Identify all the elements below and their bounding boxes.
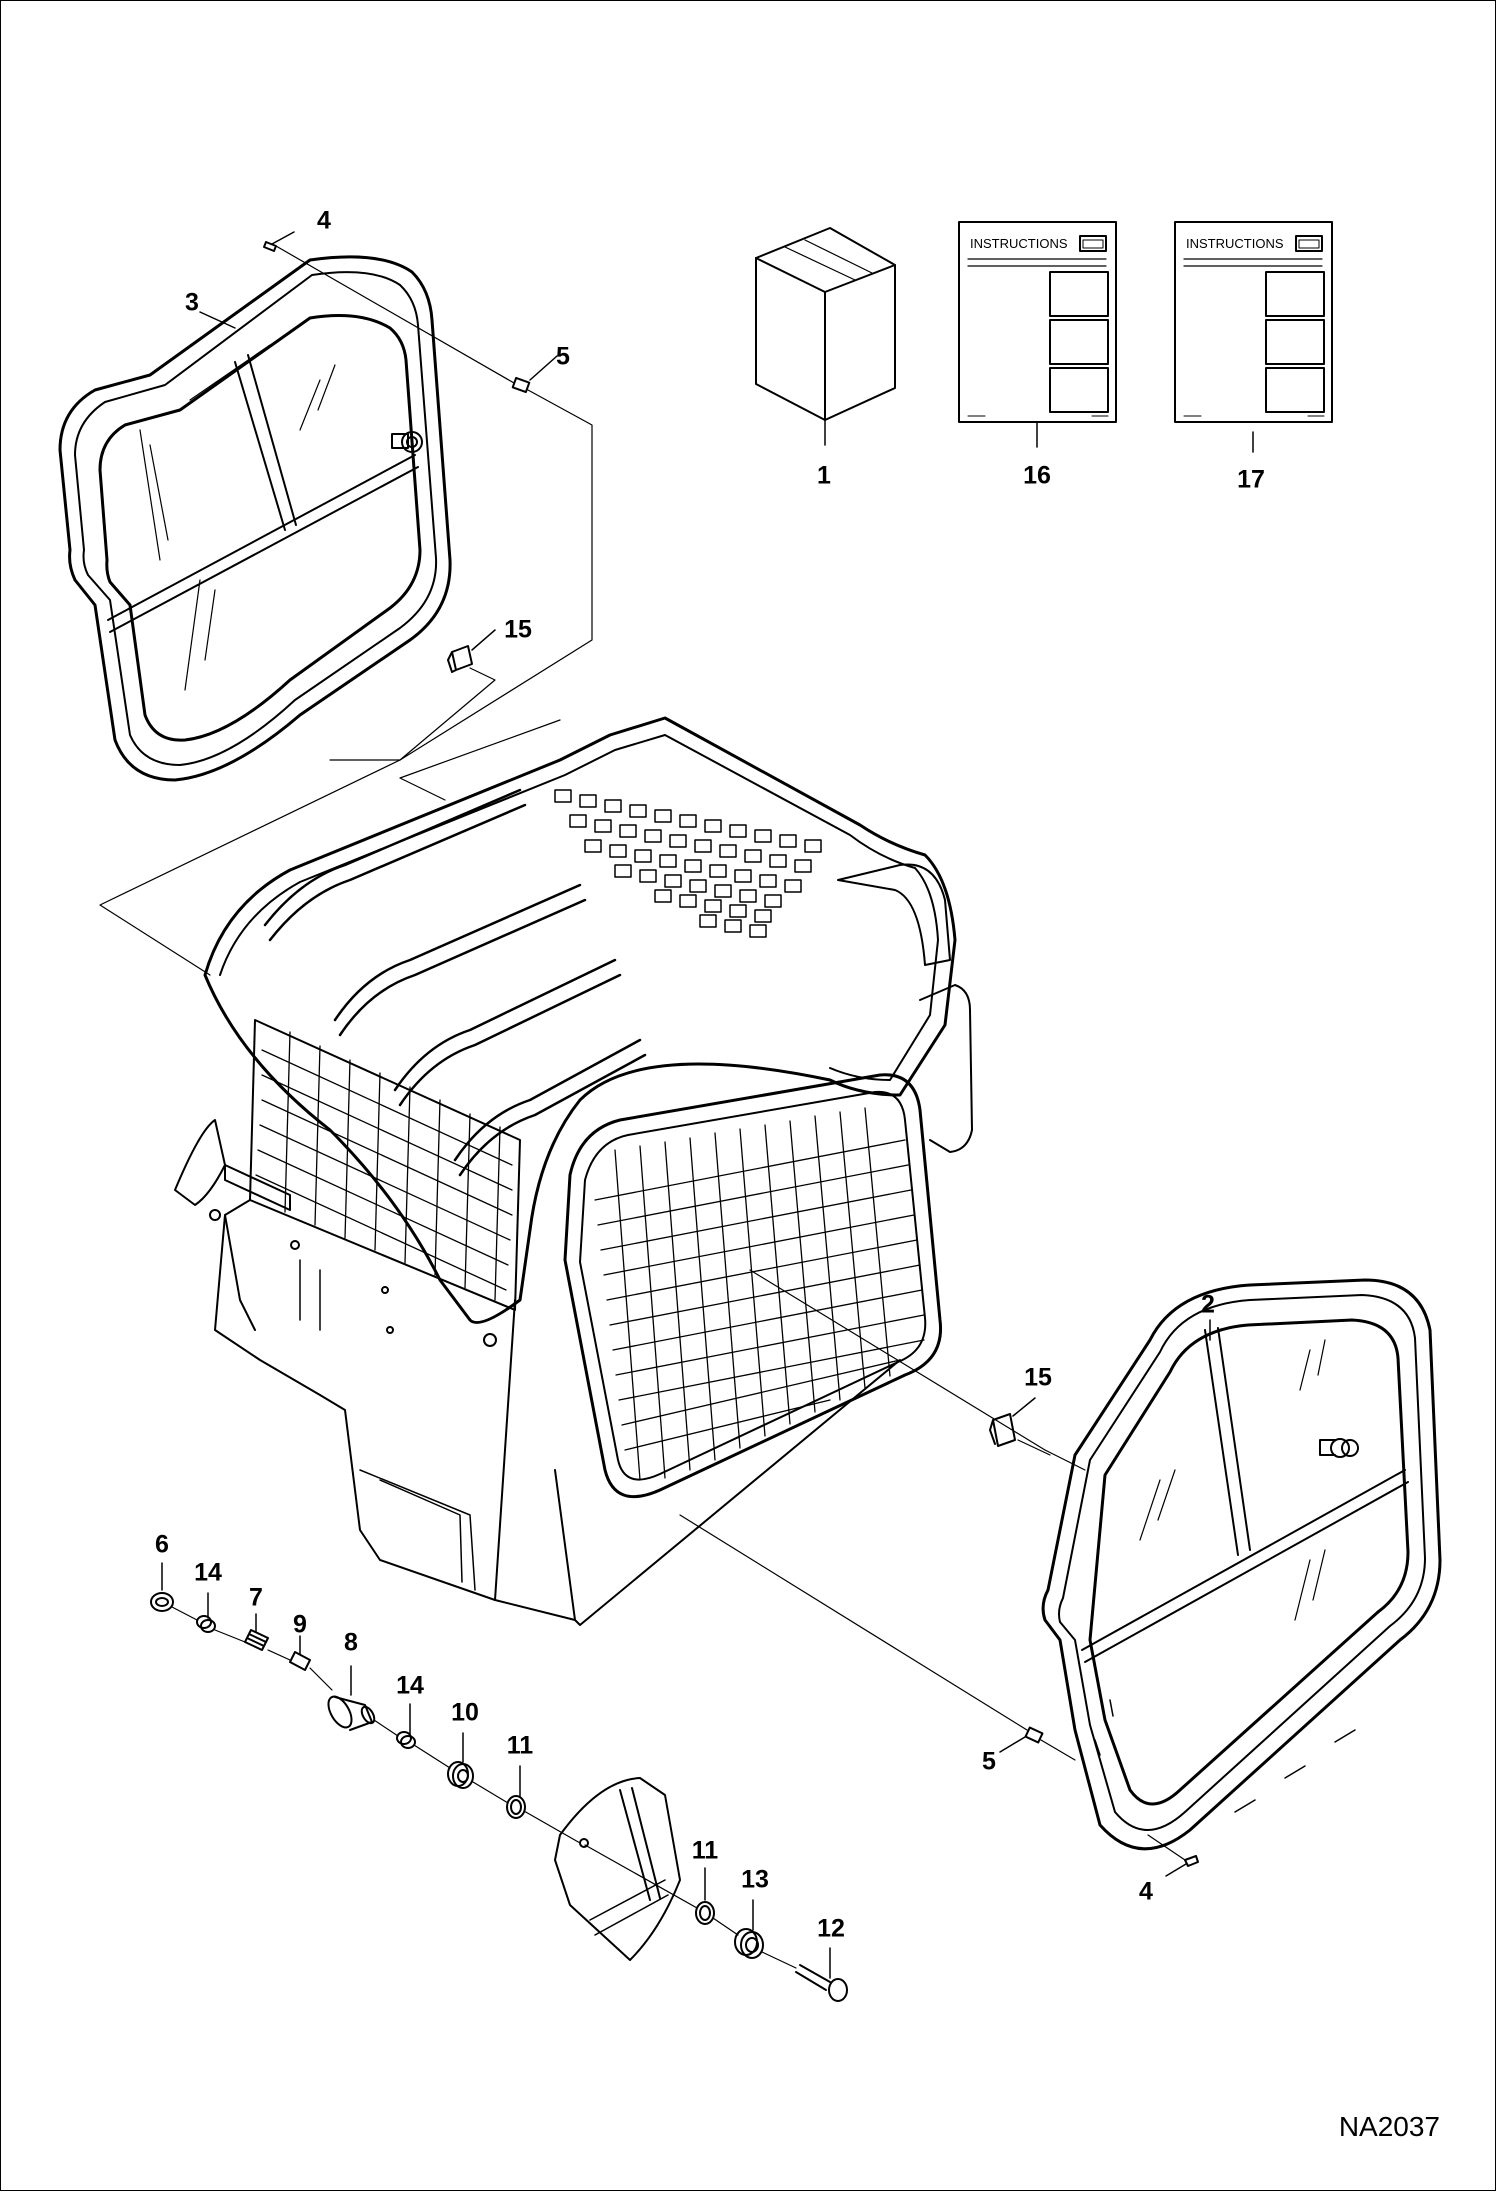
exploded-lines-top (99, 245, 593, 976)
nut-bottom (1024, 1726, 1044, 1744)
callout-4-top: 4 (317, 206, 331, 235)
callout-4-bottom: 4 (1139, 1877, 1153, 1906)
screw-top (263, 241, 277, 252)
drawing-number: NA2037 (1338, 2111, 1440, 2142)
callout-6: 6 (155, 1530, 169, 1559)
callout-14-a: 14 (194, 1558, 222, 1587)
callout-2: 2 (1201, 1290, 1215, 1319)
callout-16: 16 (1023, 461, 1051, 490)
right-door-window (1041, 1278, 1442, 1851)
callout-1: 1 (817, 461, 831, 490)
block-right (989, 1413, 1016, 1447)
left-door-window (58, 255, 452, 782)
callout-9: 9 (293, 1610, 307, 1639)
callout-3: 3 (185, 288, 199, 317)
callout-leaders (161, 231, 1254, 1979)
callout-15-right: 15 (1024, 1363, 1052, 1392)
exploded-lines-right (679, 1269, 1186, 1861)
callout-14-b: 14 (396, 1671, 424, 1700)
callout-13: 13 (741, 1865, 769, 1894)
callout-10: 10 (451, 1698, 479, 1727)
screw-bottom (1184, 1855, 1199, 1867)
callout-7: 7 (249, 1583, 263, 1612)
callout-17: 17 (1237, 465, 1265, 494)
callout-15-top: 15 (504, 615, 532, 644)
instruction-title-16: INSTRUCTIONS (970, 236, 1068, 251)
instruction-sheet-16: INSTRUCTIONS (958, 221, 1117, 423)
nut-top (511, 376, 531, 394)
callout-5-bottom: 5 (982, 1747, 996, 1776)
operator-cab (174, 716, 973, 1626)
callout-8: 8 (344, 1628, 358, 1657)
callout-12: 12 (817, 1914, 845, 1943)
callout-11-a: 11 (506, 1731, 534, 1760)
callout-11-b: 11 (691, 1836, 719, 1865)
box-part (755, 227, 896, 421)
hinge-hardware (150, 1592, 848, 2002)
instruction-title-17: INSTRUCTIONS (1186, 236, 1284, 251)
instruction-sheet-17: INSTRUCTIONS (1174, 221, 1333, 423)
block-top (447, 645, 473, 673)
callout-5-top: 5 (556, 342, 570, 371)
